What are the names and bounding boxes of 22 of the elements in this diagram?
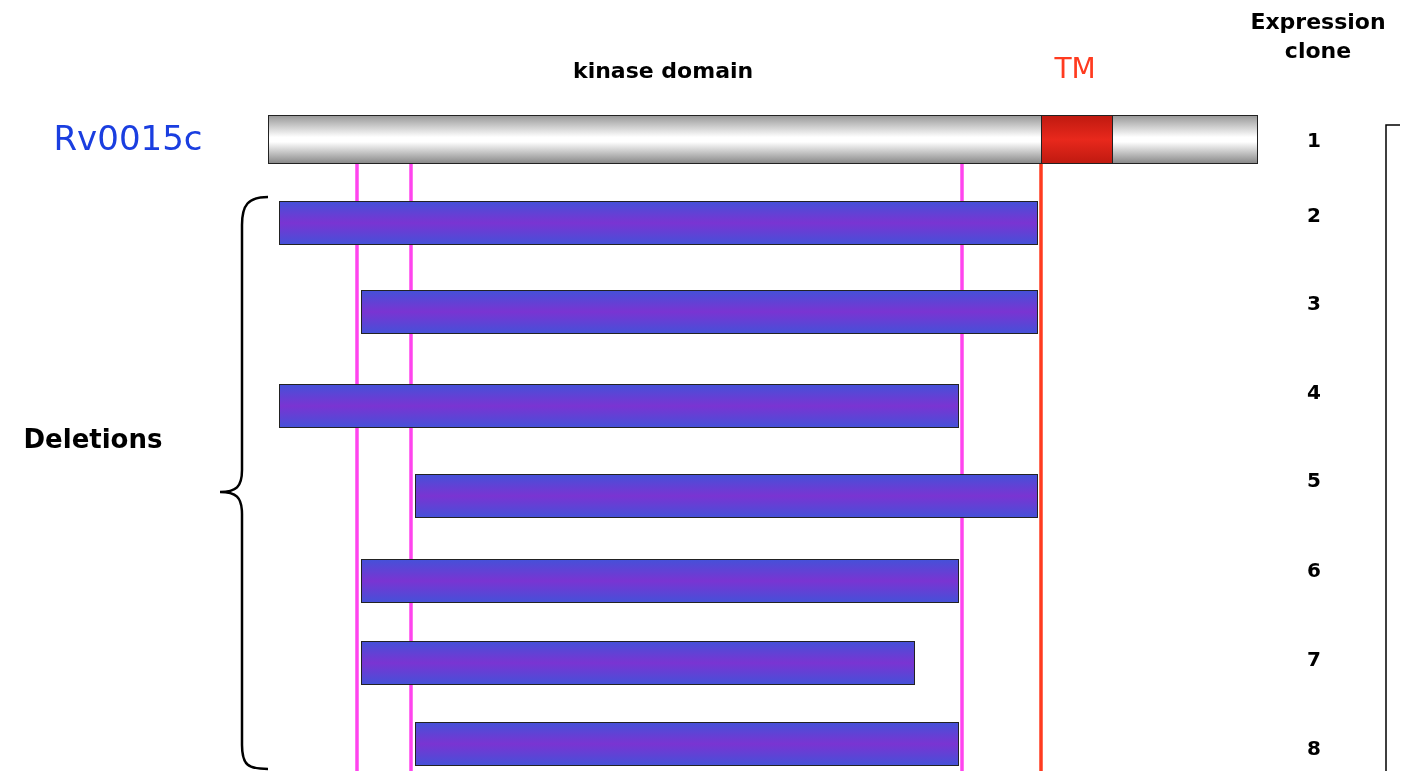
deletion-bar	[279, 201, 1038, 245]
deletion-bar	[415, 474, 1038, 518]
deletion-bar	[361, 290, 1038, 334]
clone-number: 3	[1307, 291, 1321, 315]
domain-label: TM	[1054, 52, 1096, 85]
domain-label: kinase domain	[573, 58, 754, 83]
deletion-bar	[361, 641, 915, 685]
deletion-bar	[361, 559, 959, 603]
transmembrane-segment	[1041, 114, 1113, 164]
clone-number: 4	[1307, 380, 1321, 404]
clone-number: 1	[1307, 128, 1321, 152]
clone-number: 8	[1307, 736, 1321, 760]
clone-number: 6	[1307, 558, 1321, 582]
clone-number: 7	[1307, 647, 1321, 671]
protein-name: Rv0015c	[53, 118, 203, 158]
deletion-bar	[415, 722, 959, 766]
clone-number: 2	[1307, 203, 1321, 227]
group-label: Deletions	[23, 424, 163, 454]
clone-number: 5	[1307, 468, 1321, 492]
protein-bar	[268, 115, 1258, 164]
deletion-bar	[279, 384, 959, 428]
heading: Expression clone	[1249, 8, 1387, 65]
